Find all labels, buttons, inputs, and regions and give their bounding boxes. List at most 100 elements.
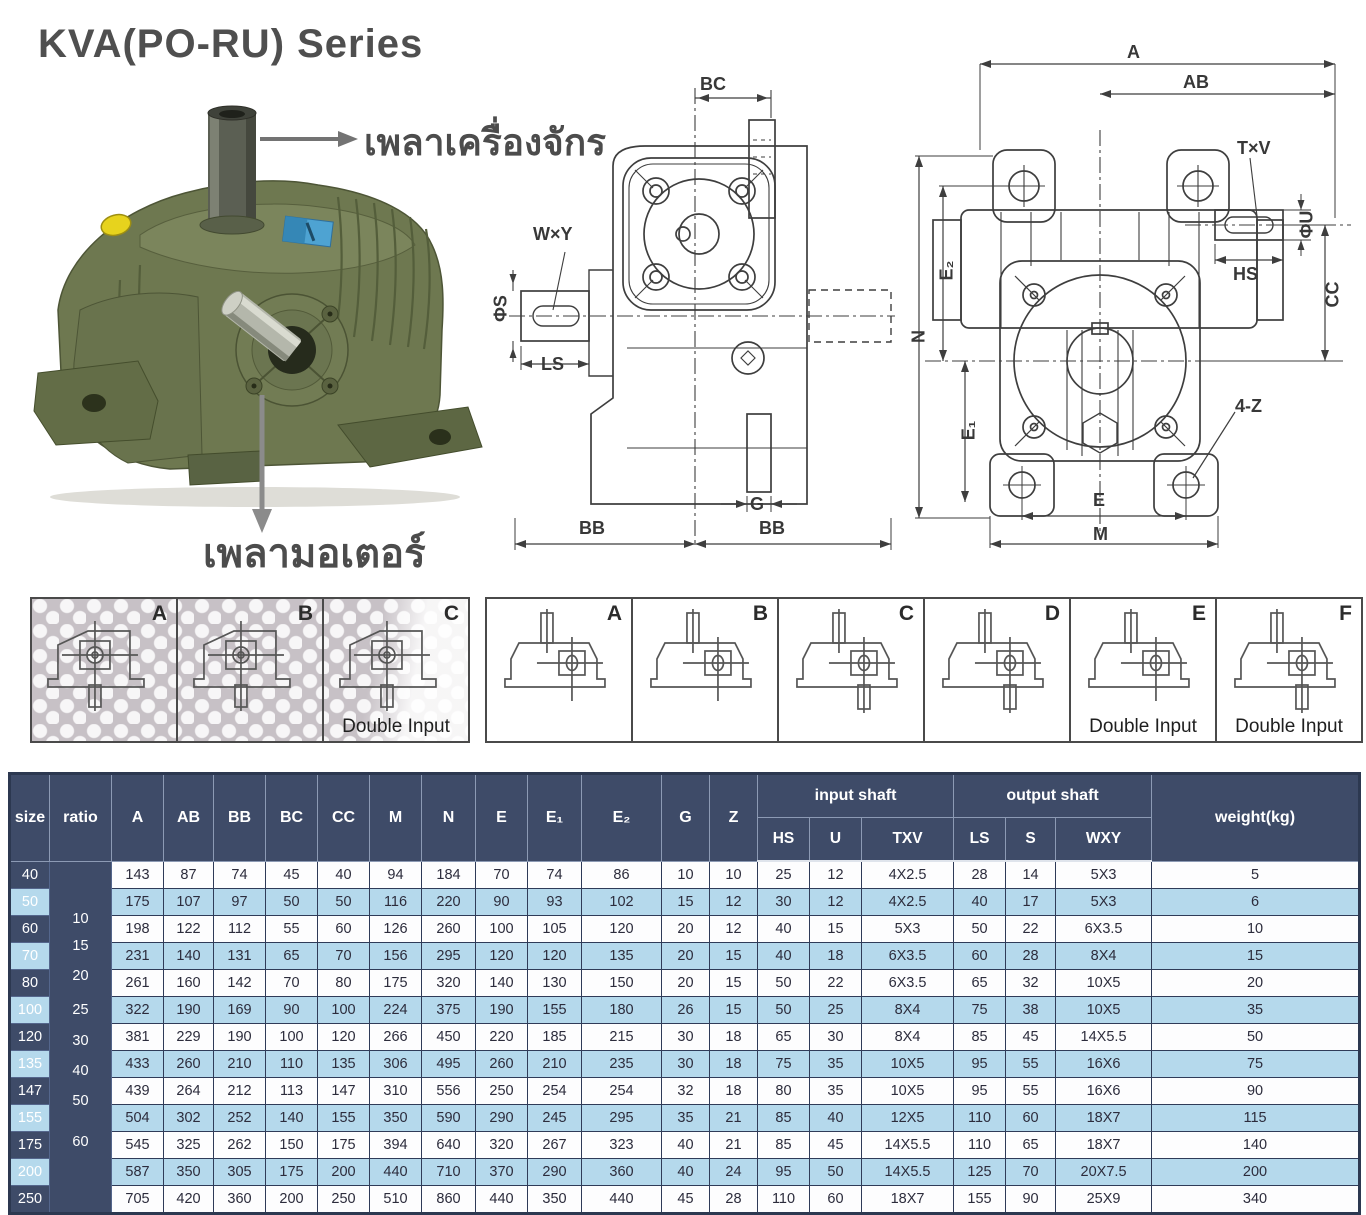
spec-cell: 112 (213, 915, 266, 943)
spec-cell: 95 (953, 1050, 1007, 1078)
spec-cell: 320 (475, 1131, 528, 1159)
mounting-cell-label: B (752, 602, 768, 625)
spec-cell: 710 (421, 1158, 476, 1186)
spec-cell: 25 (757, 860, 810, 889)
spec-cell: 4X2.5 (860, 888, 955, 916)
spec-cell: 140 (1151, 1131, 1361, 1159)
spec-cell: 175 (265, 1158, 318, 1186)
spec-cell: 75 (953, 996, 1007, 1024)
front-view-drawing: A AB T×V ΦU HS CC E₂ N E₁ 4-Z E M (905, 38, 1365, 568)
spec-cell: 35 (809, 1050, 862, 1078)
col-header-e1: E₁ (527, 773, 582, 862)
spec-cell: 75 (757, 1050, 810, 1078)
mounting-cell-A: A (32, 599, 178, 741)
spec-cell: 95 (757, 1158, 810, 1186)
dim-label-phi-u: ΦU (1296, 210, 1317, 239)
spec-cell: 252 (213, 1104, 266, 1132)
spec-cell: 60 (317, 915, 370, 943)
size-cell: 155 (8, 1104, 50, 1132)
gearbox-glyph (1234, 609, 1336, 713)
col-header-s: S (1005, 817, 1057, 862)
spec-cell: 97 (213, 888, 266, 916)
spec-cell: 175 (111, 888, 164, 916)
spec-cell: 215 (581, 1023, 662, 1051)
spec-cell: 86 (581, 860, 662, 889)
page-title: KVA(PO-RU) Series (38, 22, 424, 66)
dim-label-bb-left: BB (579, 518, 605, 538)
spec-cell: 95 (953, 1077, 1007, 1105)
spec-cell: 10X5 (1055, 969, 1153, 997)
col-header-g: G (661, 773, 710, 862)
col-header-bc: BC (265, 773, 318, 862)
group-header-input-shaft: input shaft (756, 773, 955, 818)
spec-cell: 350 (163, 1158, 214, 1186)
spec-cell: 323 (581, 1131, 662, 1159)
spec-cell: 55 (1005, 1077, 1057, 1105)
col-header-a: A (111, 773, 164, 862)
spec-cell: 30 (661, 1023, 710, 1051)
spec-cell: 40 (757, 915, 810, 943)
spec-cell: 375 (421, 996, 476, 1024)
spec-cell: 10X5 (860, 1077, 955, 1105)
ratio-value: 15 (72, 938, 89, 954)
mounting-cell-label: C (898, 602, 914, 625)
spec-cell: 254 (581, 1077, 662, 1105)
spec-cell: 110 (953, 1131, 1007, 1159)
spec-cell: 381 (111, 1023, 164, 1051)
gearbox-glyph (1088, 609, 1190, 701)
spec-cell: 190 (213, 1023, 266, 1051)
col-header-ls: LS (953, 817, 1007, 862)
spec-cell: 135 (581, 942, 662, 970)
spec-cell: 260 (421, 915, 476, 943)
spec-cell: 15 (1151, 942, 1361, 970)
spec-cell: 35 (809, 1077, 862, 1105)
spec-cell: 85 (953, 1023, 1007, 1051)
gearbox-glyph (47, 621, 145, 711)
spec-cell: 120 (317, 1023, 370, 1051)
spec-cell: 40 (661, 1131, 710, 1159)
size-cell: 147 (8, 1077, 50, 1105)
side-view-svg (509, 88, 895, 550)
spec-cell: 8X4 (860, 1023, 955, 1051)
spec-cell: 245 (527, 1104, 582, 1132)
spec-cell: 6X3.5 (860, 969, 955, 997)
col-header-weight: weight(kg) (1151, 773, 1361, 862)
front-view-svg (915, 60, 1351, 548)
spec-cell: 143 (111, 860, 164, 889)
spec-cell: 504 (111, 1104, 164, 1132)
ratio-value: 25 (72, 1002, 89, 1019)
spec-cell: 20 (1151, 969, 1361, 997)
spec-cell: 87 (163, 860, 214, 889)
spec-cell: 65 (953, 969, 1007, 997)
spec-cell: 125 (953, 1158, 1007, 1186)
size-cell: 70 (8, 942, 50, 970)
ratio-value: 40 (72, 1063, 89, 1080)
mounting-feet (33, 360, 483, 486)
hero-photo: เพลาเครื่องจักร เพลามอเตอร์ (20, 95, 650, 595)
spec-cell: 90 (475, 888, 528, 916)
spec-cell: 140 (475, 969, 528, 997)
spec-cell: 50 (757, 996, 810, 1024)
spec-cell: 113 (265, 1077, 318, 1105)
dim-label-g: G (750, 494, 765, 514)
spec-cell: 450 (421, 1023, 476, 1051)
spec-cell: 74 (527, 860, 582, 889)
mounting-cell-label: D (1044, 602, 1060, 625)
mounting-cell-C: C (779, 599, 925, 741)
size-cell: 100 (8, 996, 50, 1024)
spec-cell: 229 (163, 1023, 214, 1051)
spec-cell: 140 (163, 942, 214, 970)
spec-cell: 24 (709, 1158, 758, 1186)
dim-label-e1: E₁ (958, 420, 979, 441)
spec-cell: 116 (369, 888, 422, 916)
ratio-value: 20 (72, 968, 89, 985)
spec-cell: 115 (1151, 1104, 1361, 1132)
spec-cell: 60 (953, 942, 1007, 970)
spec-cell: 74 (213, 860, 266, 889)
ratio-value: 50 (72, 1093, 89, 1110)
spec-cell: 70 (265, 969, 318, 997)
spec-cell: 15 (709, 969, 758, 997)
